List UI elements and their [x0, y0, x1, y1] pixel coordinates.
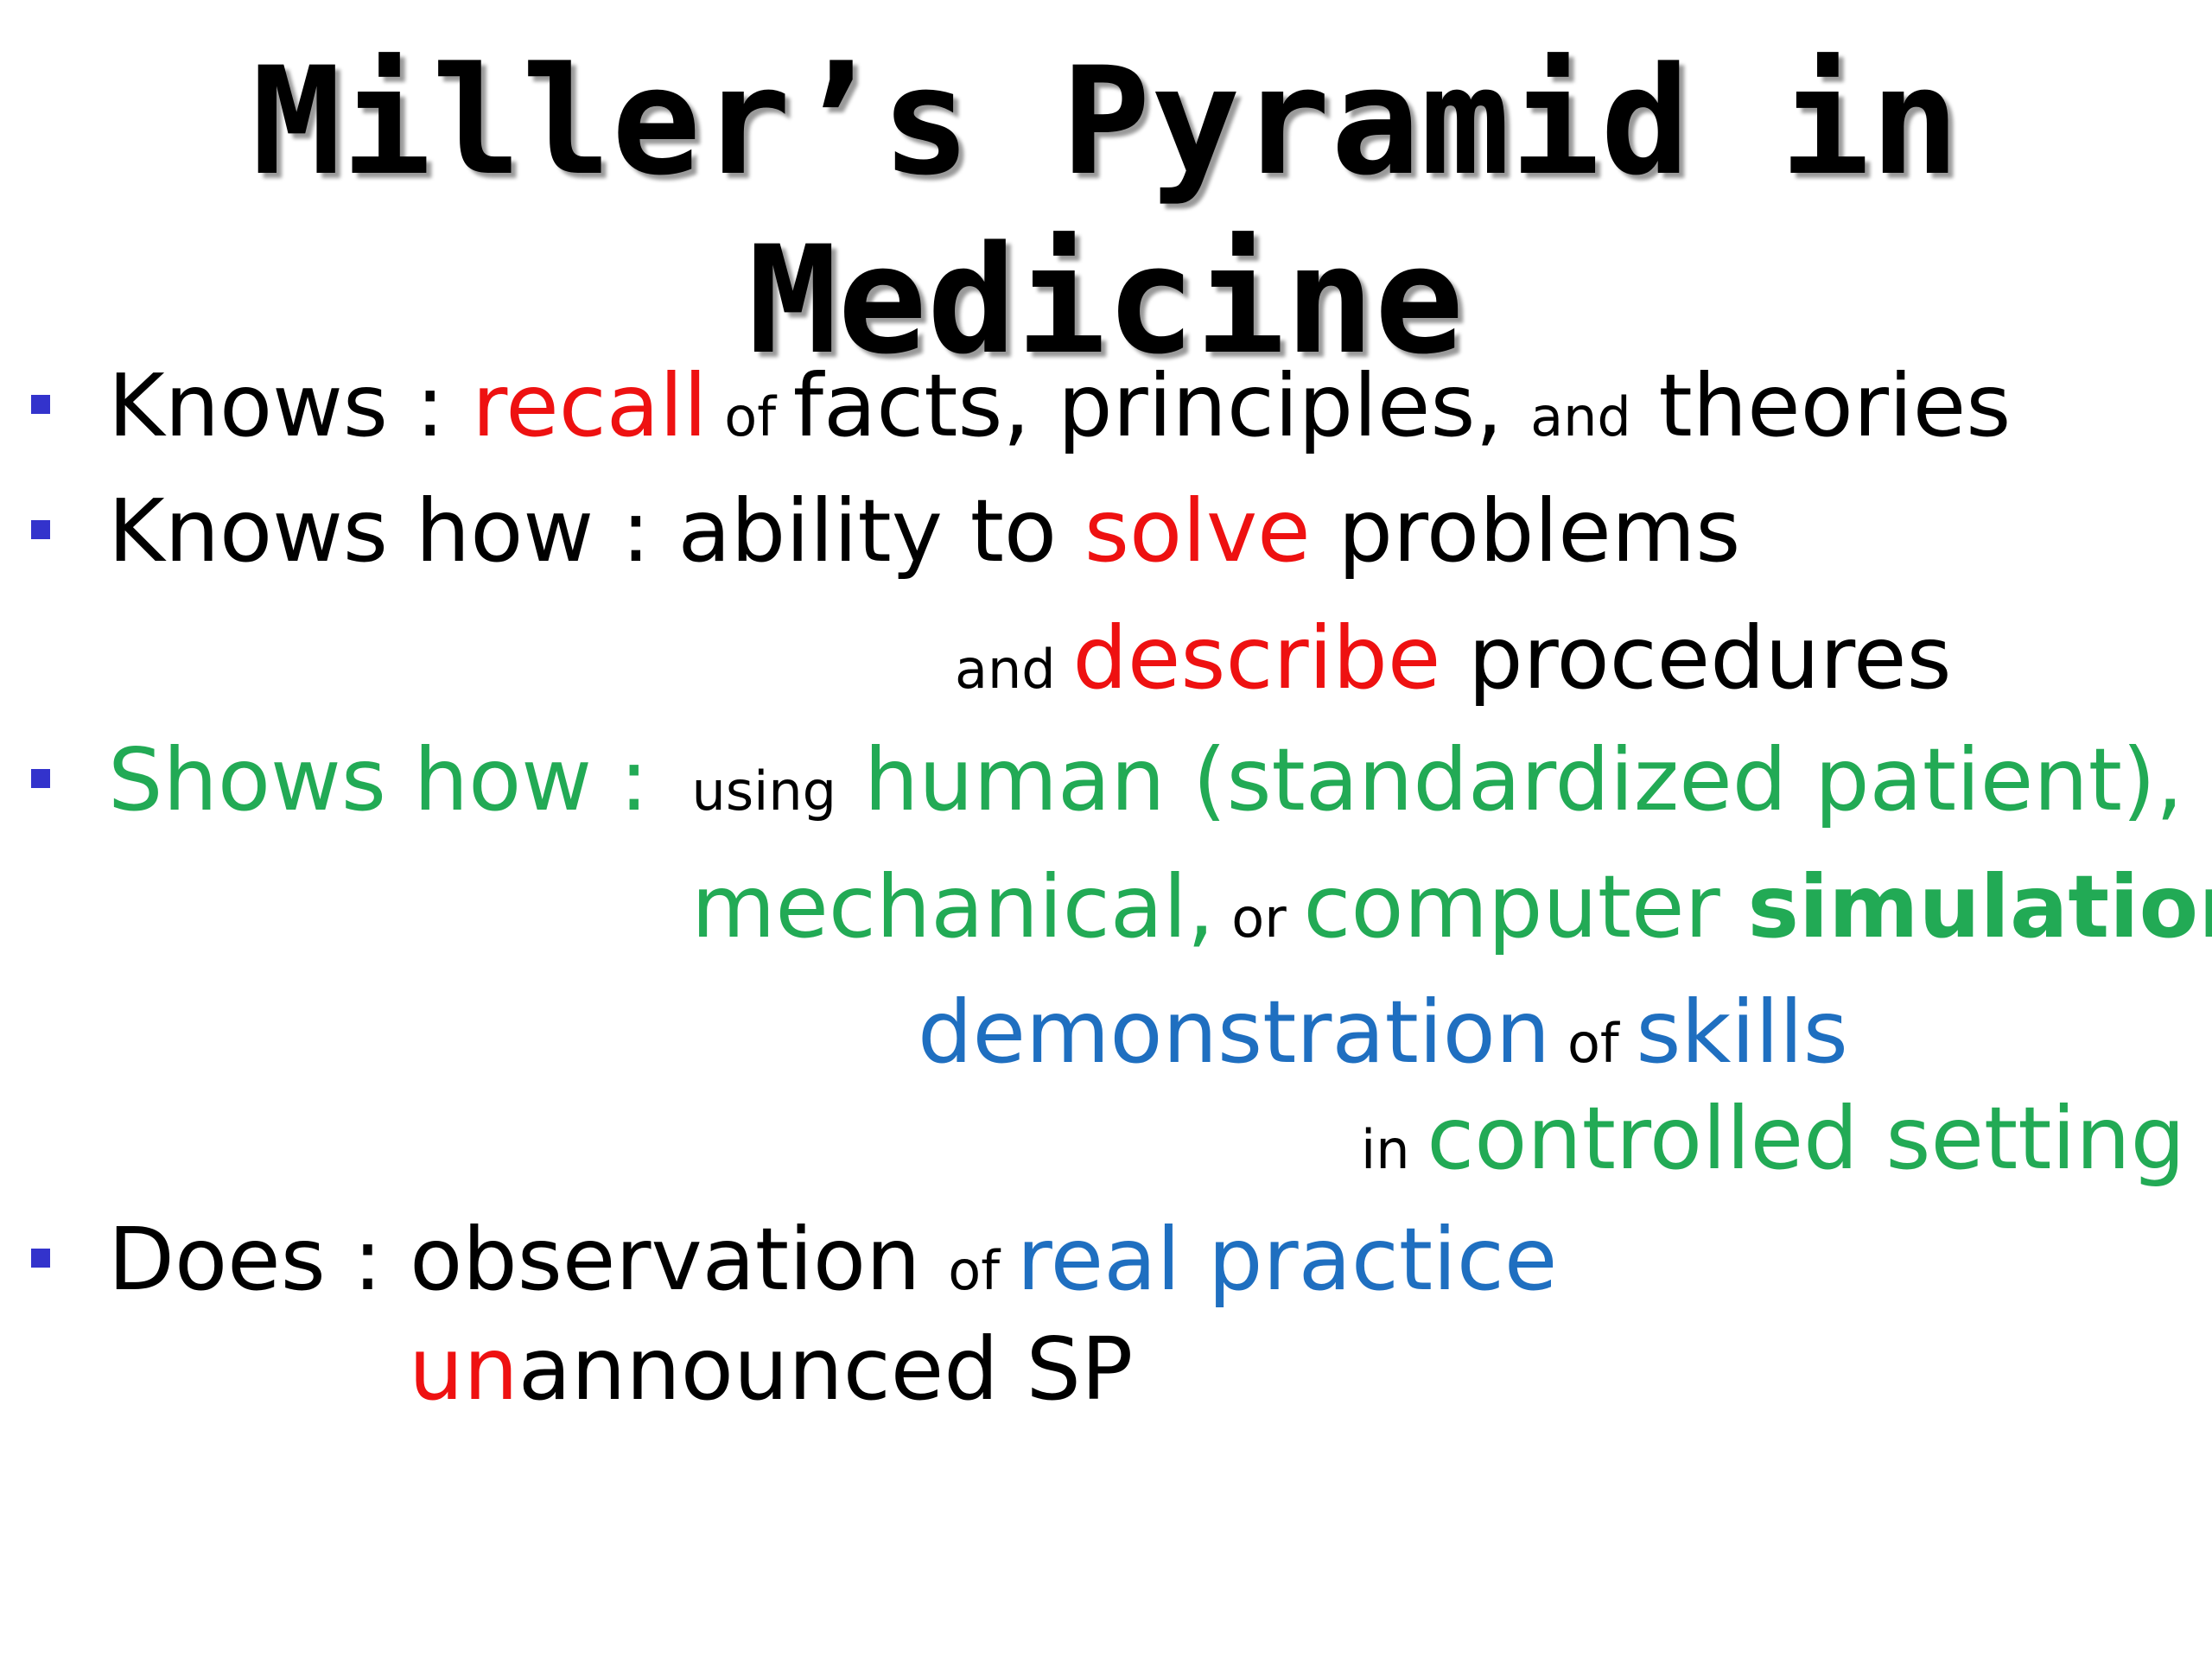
knows-how-colon: : — [594, 480, 678, 582]
shows-how-in: in — [1361, 1118, 1427, 1181]
does-observation: observation — [410, 1209, 949, 1310]
shows-how-or: or — [1214, 887, 1304, 950]
bullet-does — [31, 1249, 50, 1268]
line-shows-how-1: Shows how :using human (standardized pat… — [108, 737, 2183, 823]
shows-how-computer: computer — [1303, 856, 1748, 957]
slide-title-line-2: Medicine — [747, 213, 1465, 387]
bullet-shows-how — [31, 769, 50, 788]
knows-colon: : — [388, 355, 473, 456]
shows-how-simulation: simulation — [1747, 856, 2212, 957]
does-label: Does — [108, 1209, 326, 1310]
line-shows-how-2: mechanical, or computer simulation — [691, 864, 2212, 950]
bullet-knows-how — [31, 520, 50, 539]
knows-recall: recall — [472, 355, 708, 456]
knows-how-solve: solve — [1084, 480, 1311, 582]
does-real-practice: real practice — [1016, 1209, 1558, 1310]
does-of: of — [948, 1239, 1017, 1302]
knows-of: of — [707, 385, 793, 448]
knows-how-and: and — [955, 638, 1073, 701]
knows-how-ability: ability to — [677, 480, 1084, 582]
shows-how-controlled: controlled setting — [1427, 1088, 2186, 1189]
slide-title-line-1: Miller’s Pyramid in — [251, 35, 1961, 208]
bullet-knows — [31, 395, 50, 414]
does-announced: announced SP — [518, 1319, 1134, 1420]
line-shows-how-4: in controlled setting — [1361, 1096, 2185, 1182]
shows-how-label: Shows how : — [108, 729, 649, 830]
shows-how-demonstration: demonstration — [918, 982, 1551, 1083]
knows-how-procedures: procedures — [1440, 607, 1952, 709]
line-shows-how-3: demonstration of skills — [918, 989, 1848, 1076]
shows-how-of: of — [1550, 1012, 1637, 1075]
shows-how-human: human (standardized patient), — [836, 729, 2183, 830]
knows-how-describe: describe — [1072, 607, 1441, 709]
knows-facts: facts, principles, — [792, 355, 1531, 456]
line-knows-how-1: Knows how : ability to solve problems — [108, 488, 1740, 575]
knows-how-label: Knows how — [108, 480, 594, 582]
knows-how-problems: problems — [1310, 480, 1741, 582]
shows-how-skills: skills — [1636, 982, 1848, 1083]
knows-and: and — [1530, 385, 1631, 448]
shows-how-mechanical: mechanical, — [691, 856, 1215, 957]
line-does-1: Does : observation of real practice — [108, 1217, 1557, 1303]
does-colon: : — [325, 1209, 410, 1310]
knows-label: Knows — [108, 355, 389, 456]
does-un: un — [409, 1319, 518, 1420]
line-knows-how-2: and describe procedures — [955, 615, 1952, 702]
shows-how-using: using — [691, 760, 837, 823]
knows-theories: theories — [1630, 355, 2012, 456]
line-does-2: unannounced SP — [409, 1326, 1133, 1413]
line-knows: Knows : recall of facts, principles, and… — [108, 363, 2011, 449]
